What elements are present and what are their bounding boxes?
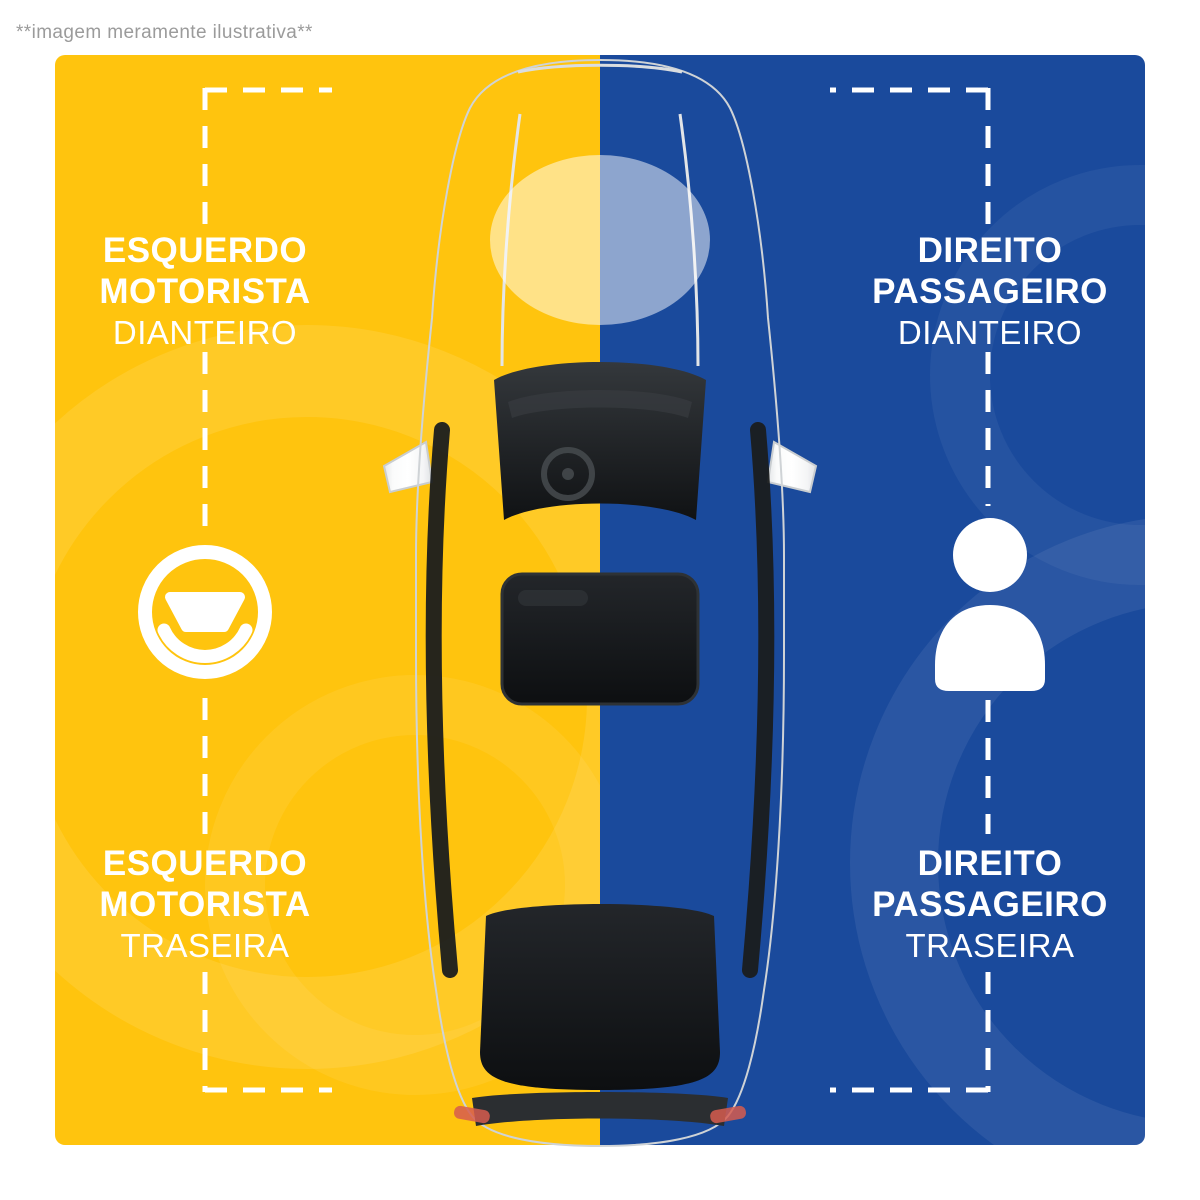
steering-wheel-icon (130, 537, 280, 687)
label-line: TRASEIRA (905, 927, 1075, 964)
label-line: PASSAGEIRO (872, 272, 1108, 311)
label-front-left: ESQUERDO MOTORISTA DIANTEIRO (65, 230, 345, 353)
car-top-view (368, 50, 832, 1159)
label-front-right: DIREITO PASSAGEIRO DIANTEIRO (850, 230, 1130, 353)
label-line: ESQUERDO (102, 231, 308, 270)
disclaimer-text: **imagem meramente ilustrativa** (16, 22, 313, 43)
label-line: MOTORISTA (99, 885, 311, 924)
label-line: ESQUERDO (102, 844, 308, 883)
label-line: DIANTEIRO (112, 314, 298, 351)
label-line: DIREITO (917, 844, 1063, 883)
label-line: DIREITO (917, 231, 1063, 270)
label-line: TRASEIRA (120, 927, 290, 964)
label-line: DIANTEIRO (897, 314, 1083, 351)
label-line: MOTORISTA (99, 272, 311, 311)
label-line: PASSAGEIRO (872, 885, 1108, 924)
passenger-icon (925, 513, 1055, 693)
label-rear-left: ESQUERDO MOTORISTA TRASEIRA (65, 843, 345, 966)
label-rear-right: DIREITO PASSAGEIRO TRASEIRA (850, 843, 1130, 966)
